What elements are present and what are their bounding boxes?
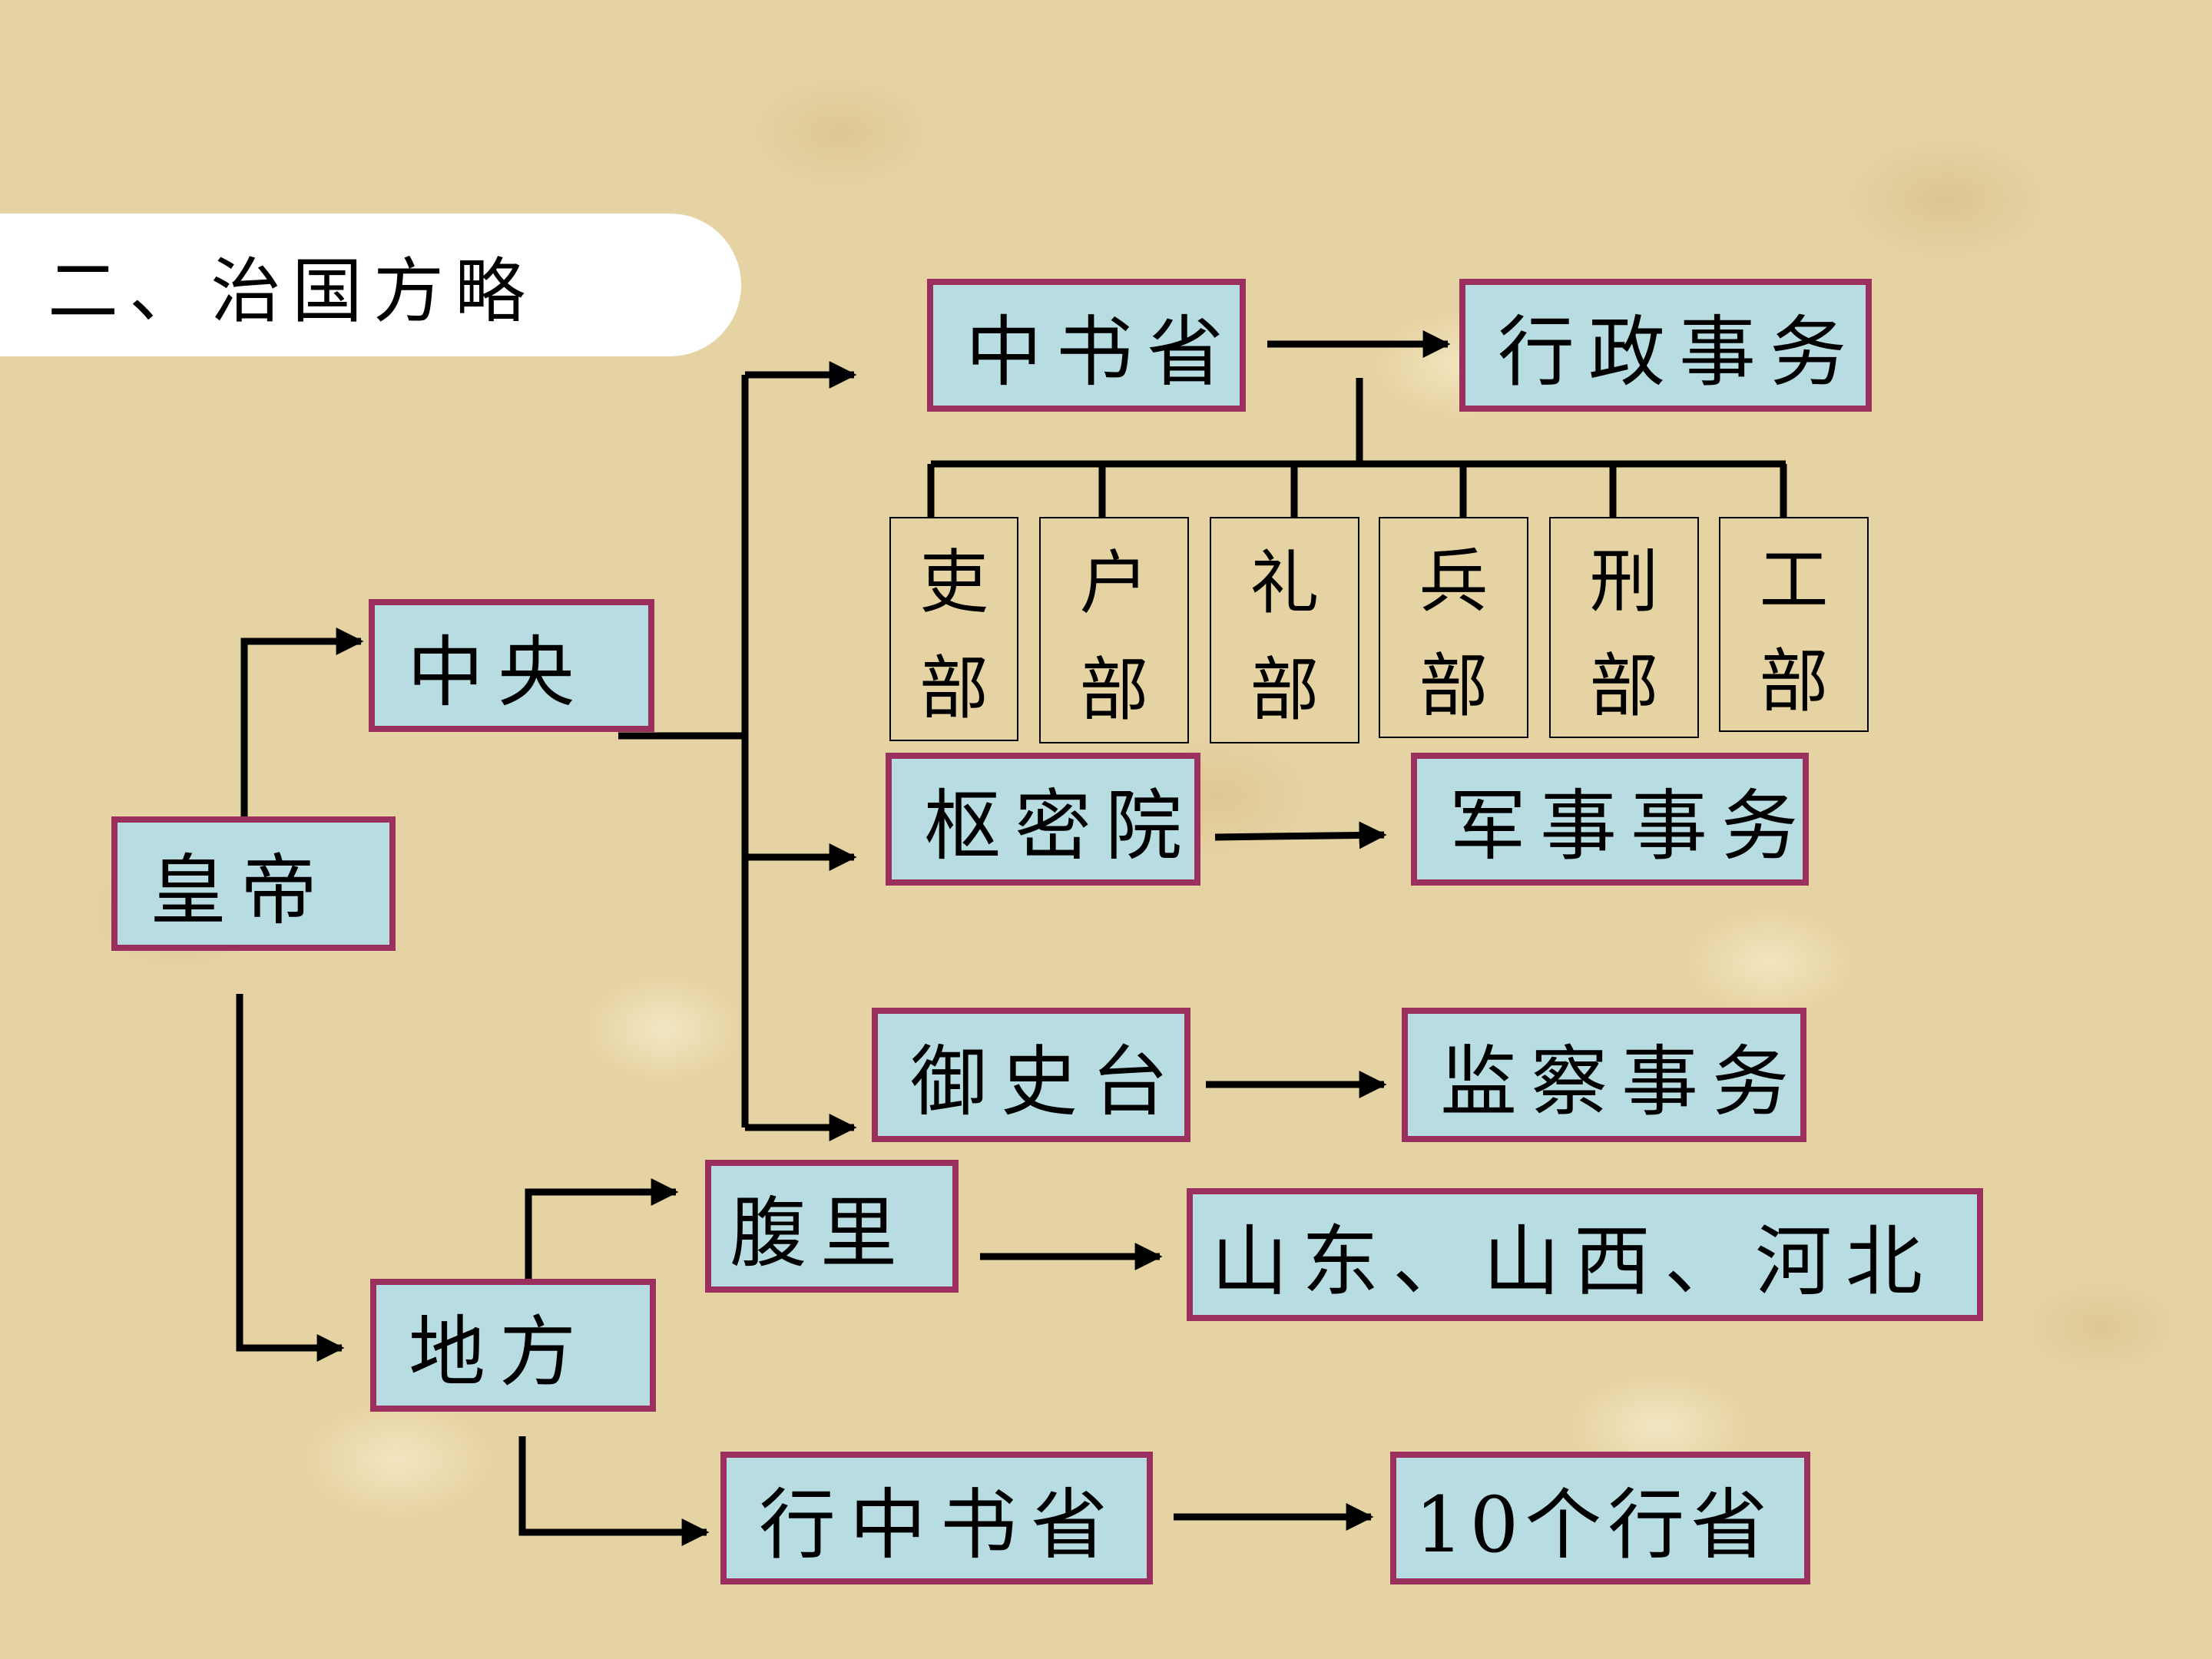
node-zhongshu: 中书省 bbox=[927, 279, 1246, 412]
node-fuli-regions: 山东、山西、河北 bbox=[1187, 1188, 1983, 1321]
node-emperor: 皇帝 bbox=[111, 816, 396, 951]
ministry-revenue: 户 部 bbox=[1039, 517, 1189, 743]
node-military-affairs: 军事事务 bbox=[1411, 753, 1809, 886]
arrow-shumi-military bbox=[1214, 821, 1387, 849]
arrow-emperor-local bbox=[236, 994, 345, 1362]
node-local: 地方 bbox=[370, 1279, 656, 1412]
arrow-emperor-central bbox=[240, 628, 364, 823]
ministry-personnel: 吏 部 bbox=[889, 517, 1018, 741]
arrow-local-fuli bbox=[525, 1178, 679, 1281]
ministry-rites: 礼 部 bbox=[1210, 517, 1359, 743]
ministry-war: 兵 部 bbox=[1379, 517, 1528, 738]
node-xingzhongshu: 行中书省 bbox=[720, 1452, 1153, 1584]
node-admin-affairs: 行政事务 bbox=[1459, 279, 1872, 412]
ministry-works: 工 部 bbox=[1719, 517, 1869, 732]
node-central: 中央 bbox=[369, 599, 654, 732]
node-provinces: 10个行省 bbox=[1390, 1452, 1810, 1584]
arrow-local-xingzhongshu bbox=[518, 1436, 710, 1546]
node-supervision-affairs: 监察事务 bbox=[1402, 1008, 1806, 1142]
node-fuli: 腹里 bbox=[705, 1160, 959, 1293]
node-yushi: 御史台 bbox=[872, 1008, 1190, 1142]
page-title: 二、治国方略 bbox=[0, 214, 741, 356]
node-shumi: 枢密院 bbox=[886, 753, 1200, 886]
ministry-justice: 刑 部 bbox=[1549, 517, 1699, 738]
